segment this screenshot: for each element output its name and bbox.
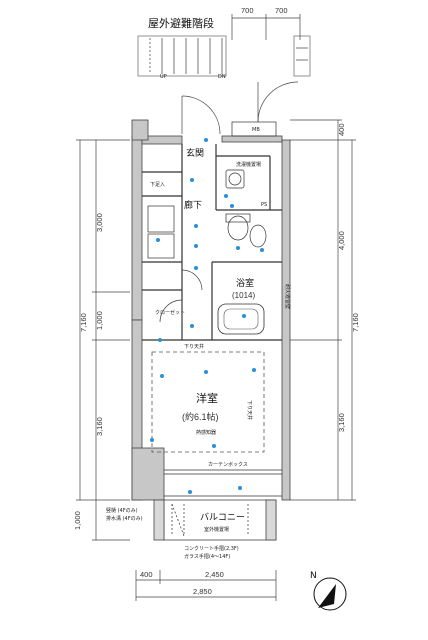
shitsu-size: (約6.1帖) [182,411,219,422]
top-dim-2: 700 [275,6,288,15]
shitsu-label: 洋室 [196,391,218,405]
closet-label: クローゼット [155,309,185,316]
washroom-label: 洗濯機置場 [236,161,261,168]
ps-label: PS [261,202,267,208]
western-room-dashed [151,351,265,453]
upper-note-1: 下り天井 [184,343,204,350]
compass: N [310,571,347,611]
meter-box [231,121,277,137]
genkan-label: 玄関 [186,147,204,159]
concrete-note-2: ガラス手摺(4〜14F) [184,553,230,560]
closet-doors [159,269,203,323]
top-dimension-lines [231,14,301,40]
right-dim-2: 4,000 [337,231,346,250]
bath-tub [217,303,265,335]
shoes-label: 下足入 [150,182,165,188]
bottom-dim-1: 400 [140,570,153,579]
top-dim-1: 700 [241,6,254,15]
outdoor-stairs [137,35,311,77]
mb-label: MB [252,127,260,133]
window-sash [164,469,282,497]
bath-size: (1014) [232,291,255,300]
sensor-label: 熱感知器 [196,429,216,436]
left-dim-2: 1,000 [95,311,104,330]
dn-label: DN [218,74,226,80]
upper-note-2: 下り天井 [246,400,253,420]
drain-note-2: 排水溝 (4Fのみ) [106,515,143,522]
interior-walls [142,144,282,341]
left-dimension-lines [76,139,130,541]
right-dim-1: 400 [337,123,346,136]
equipment-markers [150,138,264,494]
bottom-dim-3: 2,850 [193,587,212,596]
left-dim-total: 7,160 [79,313,88,332]
bottom-dim-2: 2,450 [205,570,224,579]
balcony-label: バルコニー [200,512,245,523]
left-dim-1: 3,000 [95,213,104,232]
left-dim-4: 1,000 [73,511,82,530]
balcony [153,499,277,541]
up-label: UP [160,74,167,80]
bottom-dimension-lines [135,570,277,601]
fire-wall-label: 耐火遮音壁 [284,284,291,309]
right-dim-3: 3,160 [337,413,346,432]
bath-label: 浴室 [236,277,254,289]
drain-note-1: 竪樋 (4Fのみ) [106,507,138,514]
fixtures [147,169,267,259]
outdoor-stairs-label: 屋外避難階段 [148,16,214,30]
left-dim-3: 3,160 [95,417,104,436]
right-dim-total: 7,160 [351,313,360,332]
compass-n: N [310,571,317,581]
right-dimension-lines [290,119,356,501]
aircon-label: 室外機置場 [204,526,229,533]
concrete-note-1: コンクリート手摺(2,3F) [184,545,239,552]
doors [181,81,299,135]
curtain-box-label: カーテンボックス [208,461,248,468]
rouka-label: 廊下 [184,199,202,211]
